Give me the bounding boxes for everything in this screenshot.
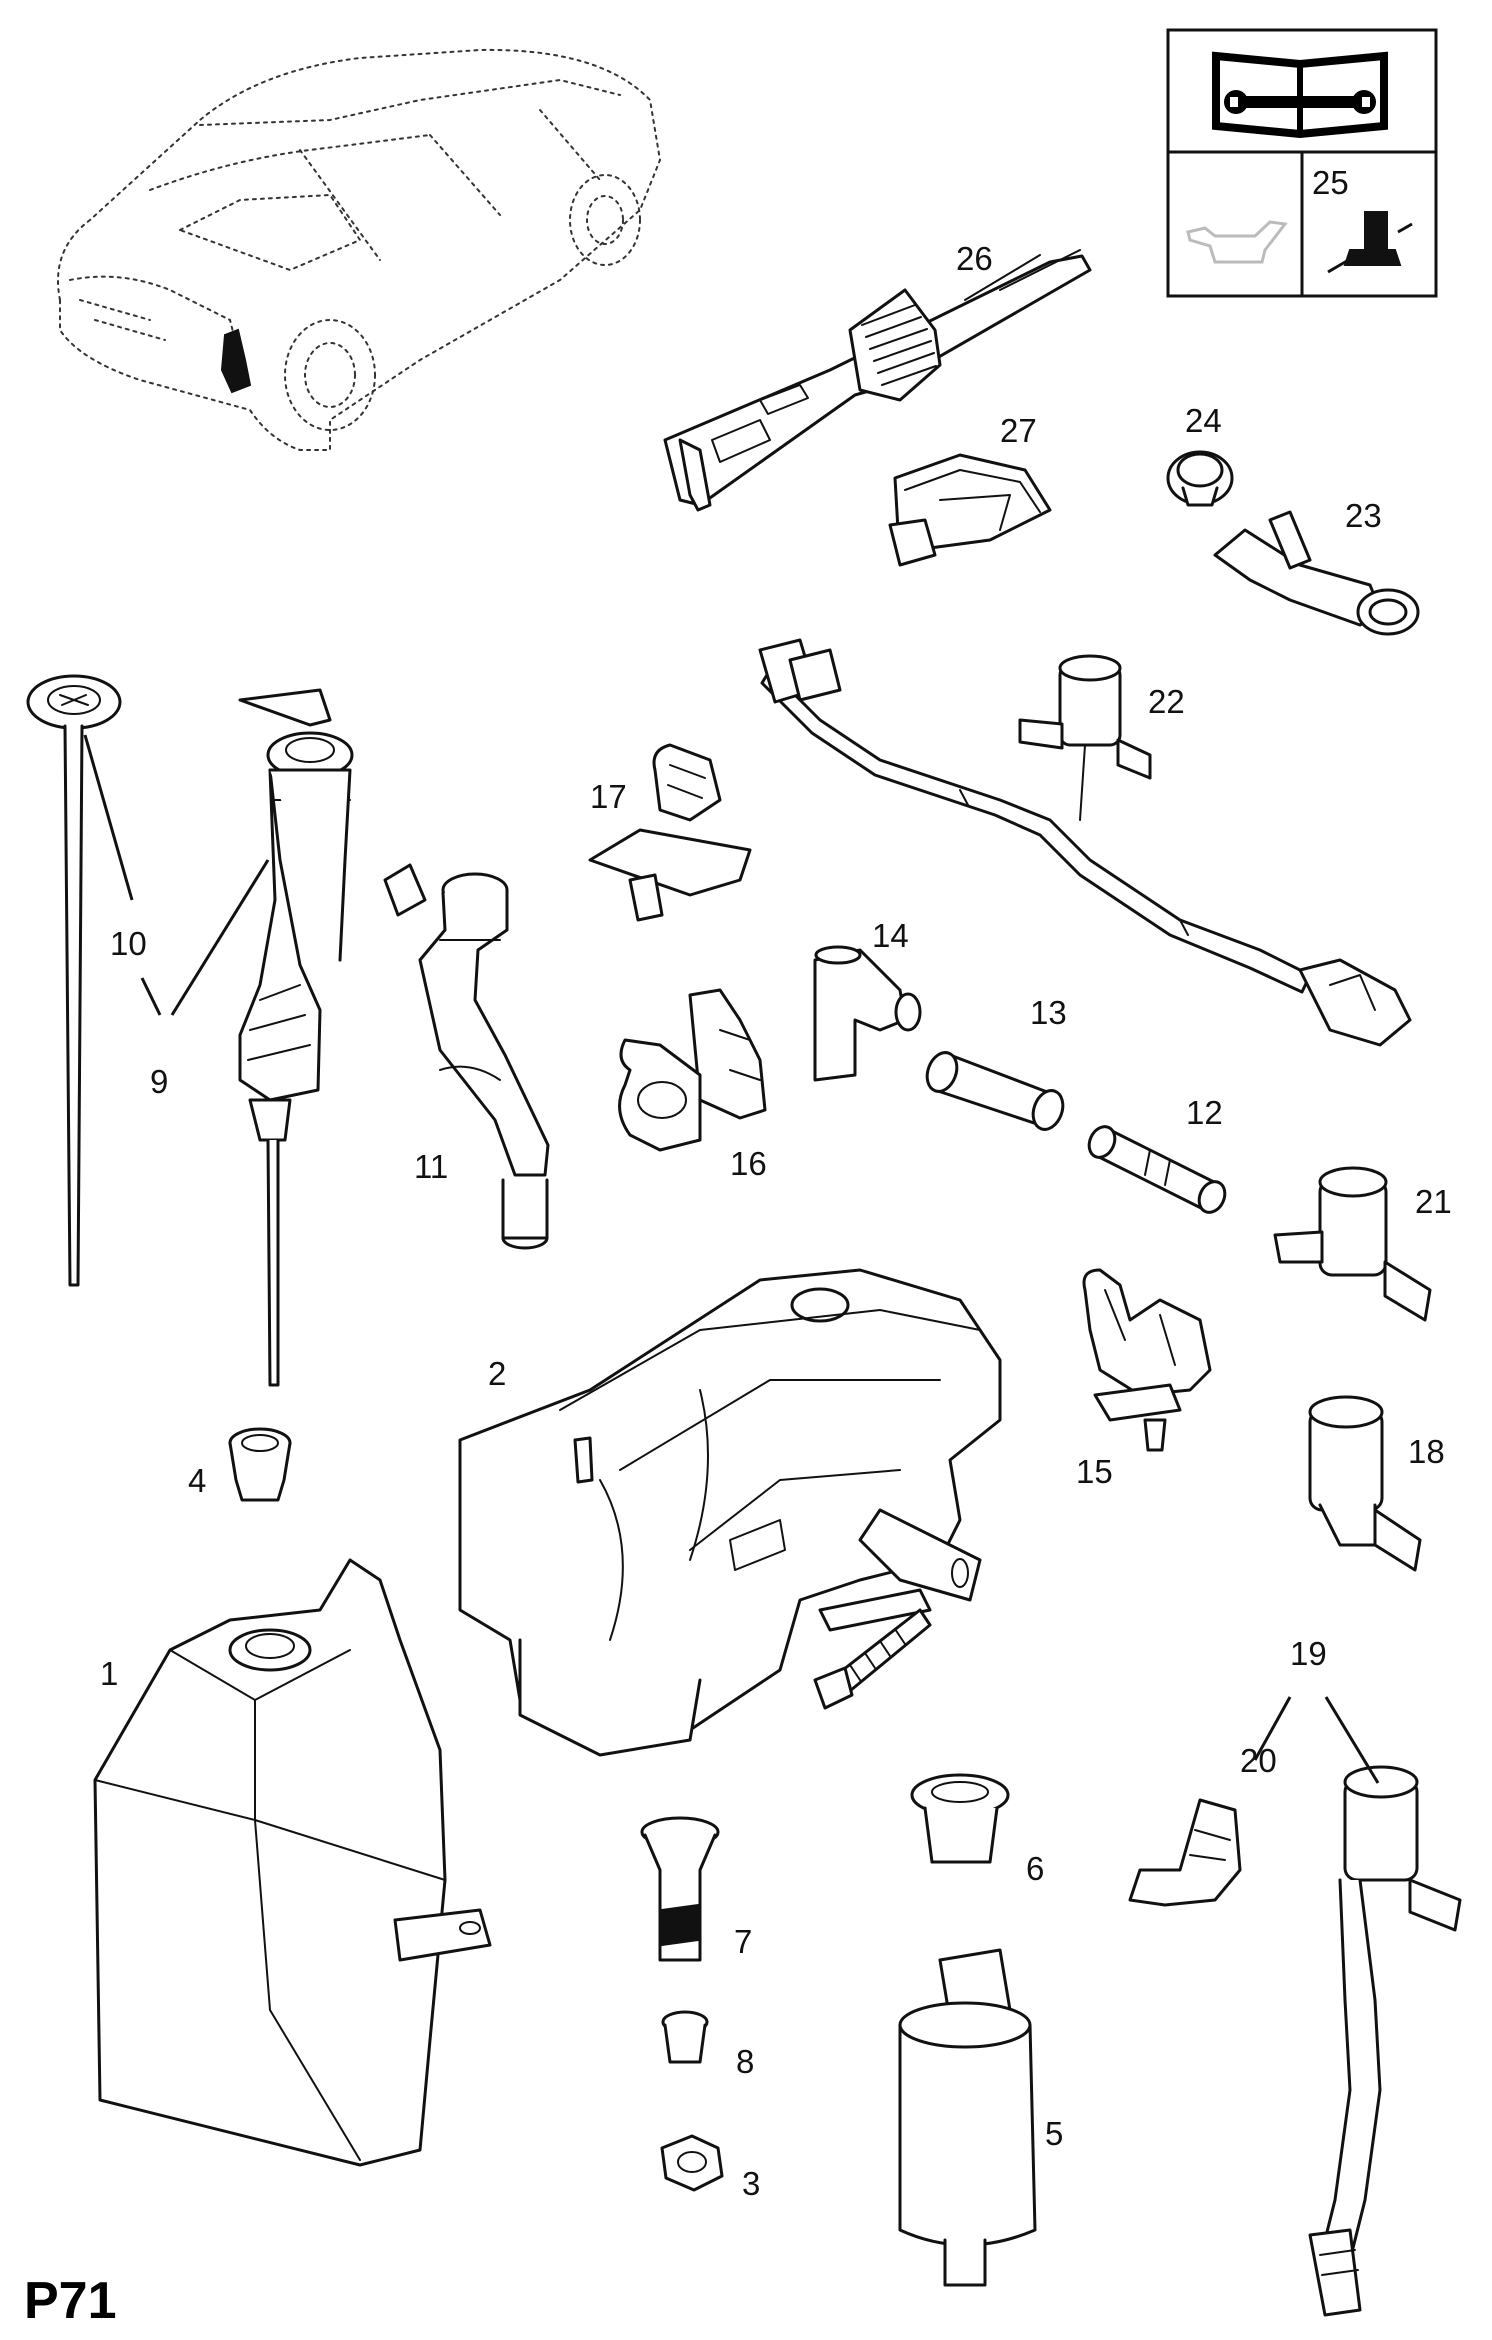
part-2-washer-reservoir	[458, 1268, 1002, 1757]
leader-lines	[83, 734, 1380, 1784]
legend-box: 25	[1166, 28, 1438, 298]
part-14-angle-connector	[813, 945, 922, 1082]
legend-part-label: 25	[1312, 164, 1349, 201]
part-18-check-valve	[1308, 1395, 1422, 1572]
car-overview-illustration	[57, 48, 662, 451]
part-21-check-valve	[1273, 1166, 1432, 1322]
part-27-connector-holder	[888, 453, 1052, 567]
callout-18: 18	[1408, 1433, 1445, 1470]
callout-24: 24	[1185, 402, 1222, 439]
callout-14: 14	[872, 917, 909, 954]
callout-8: 8	[736, 2043, 754, 2080]
callout-11: 11	[414, 1148, 448, 1185]
part-11-filler-hose	[383, 863, 550, 1250]
callout-10: 10	[110, 925, 147, 962]
callout-20: 20	[1240, 1742, 1277, 1779]
callout-26: 26	[956, 240, 993, 277]
callout-23: 23	[1345, 497, 1382, 534]
callout-labels: 1 2 3 4 5 6 7 8 9 10 11 12 13 14 15 16 1…	[100, 240, 1452, 2202]
callout-19: 19	[1290, 1635, 1327, 1672]
part-9-filler-neck	[238, 688, 354, 1387]
callout-3: 3	[742, 2165, 760, 2202]
callout-5: 5	[1045, 2115, 1063, 2152]
callout-9: 9	[150, 1063, 168, 1100]
page-code: P71	[24, 2272, 117, 2330]
part-17-hose-clip	[588, 743, 752, 922]
callout-15: 15	[1076, 1453, 1113, 1490]
part-bolt	[813, 1608, 932, 1710]
part-15-double-hose-clip	[1082, 1268, 1212, 1452]
wrench-book-icon	[1212, 51, 1388, 139]
part-7-pump-outlet	[640, 1816, 720, 1962]
part-5-washer-pump	[898, 1948, 1037, 2287]
part-16-retaining-clip	[618, 988, 767, 1152]
part-24-grommet	[1166, 450, 1234, 507]
part-1-washer-reservoir	[93, 1558, 492, 2167]
part-26-wiper-switch	[663, 249, 1092, 512]
part-22-hose-harness-with-valve	[758, 638, 1412, 1047]
callout-1: 1	[100, 1655, 118, 1692]
part-10-level-dipstick	[26, 674, 122, 1287]
part-13-hose-tube	[925, 1051, 1065, 1131]
oilcan-icon	[1186, 220, 1288, 264]
callout-4: 4	[188, 1462, 206, 1499]
callout-22: 22	[1148, 683, 1185, 720]
part-19-check-valve-harness	[1308, 1765, 1462, 2317]
callout-17: 17	[590, 778, 627, 815]
callout-2: 2	[488, 1355, 506, 1392]
callout-12: 12	[1186, 1094, 1223, 1131]
callout-21: 21	[1415, 1183, 1452, 1220]
callout-27: 27	[1000, 412, 1037, 449]
part-23-washer-nozzle	[1213, 510, 1420, 636]
part-20-hose-clip	[1128, 1798, 1242, 1907]
callout-6: 6	[1026, 1850, 1044, 1887]
washer-pump-small-icon	[1327, 211, 1413, 274]
callout-7: 7	[734, 1923, 752, 1960]
washer-tank-location-marker	[220, 328, 252, 394]
callout-16: 16	[730, 1145, 767, 1182]
part-8-grommet	[661, 2010, 709, 2064]
part-4-grommet	[228, 1427, 292, 1502]
part-12-hose-tube	[1087, 1125, 1227, 1214]
part-6-grommet	[910, 1773, 1010, 1864]
callout-13: 13	[1030, 994, 1067, 1031]
part-3-hex-nut	[660, 2134, 724, 2192]
